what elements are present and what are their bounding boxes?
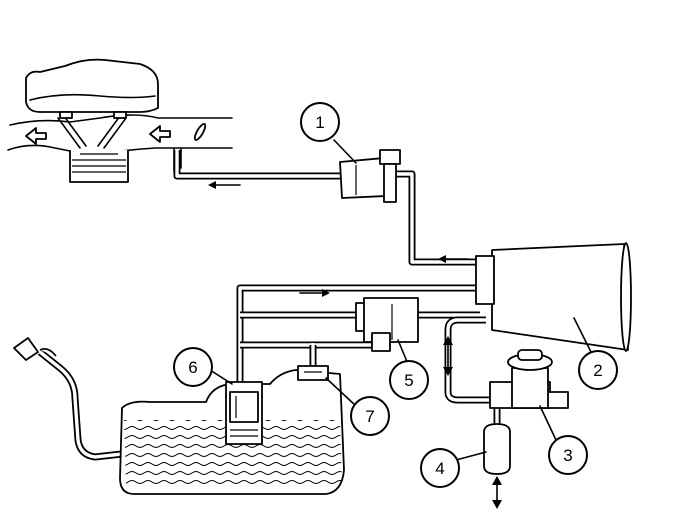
callout-2: 2 [578,350,618,390]
callout-4: 4 [420,448,460,488]
canister-vent-valve [489,349,569,409]
callout-5-label: 5 [404,371,413,390]
engine-intake-assembly [7,58,233,183]
callout-7-label: 7 [365,407,374,426]
tank-pressure-valve [297,365,329,381]
charcoal-canister [475,242,632,352]
flow-arrows [137,181,502,509]
callout-1-label: 1 [315,113,324,132]
purge-valve [339,149,401,203]
callout-2-label: 2 [593,361,602,380]
callout-4-label: 4 [435,459,444,478]
vent-filter [483,423,511,475]
callout-6-label: 6 [188,358,197,377]
leader-lines [209,139,593,461]
callout-7: 7 [350,396,390,436]
callout-3: 3 [548,435,588,475]
callout-1: 1 [300,102,340,142]
callout-5: 5 [389,360,429,400]
callout-6: 6 [173,347,213,387]
leak-detection-pump [355,297,419,352]
rollover-valve [225,381,263,445]
callout-3-label: 3 [563,446,572,465]
